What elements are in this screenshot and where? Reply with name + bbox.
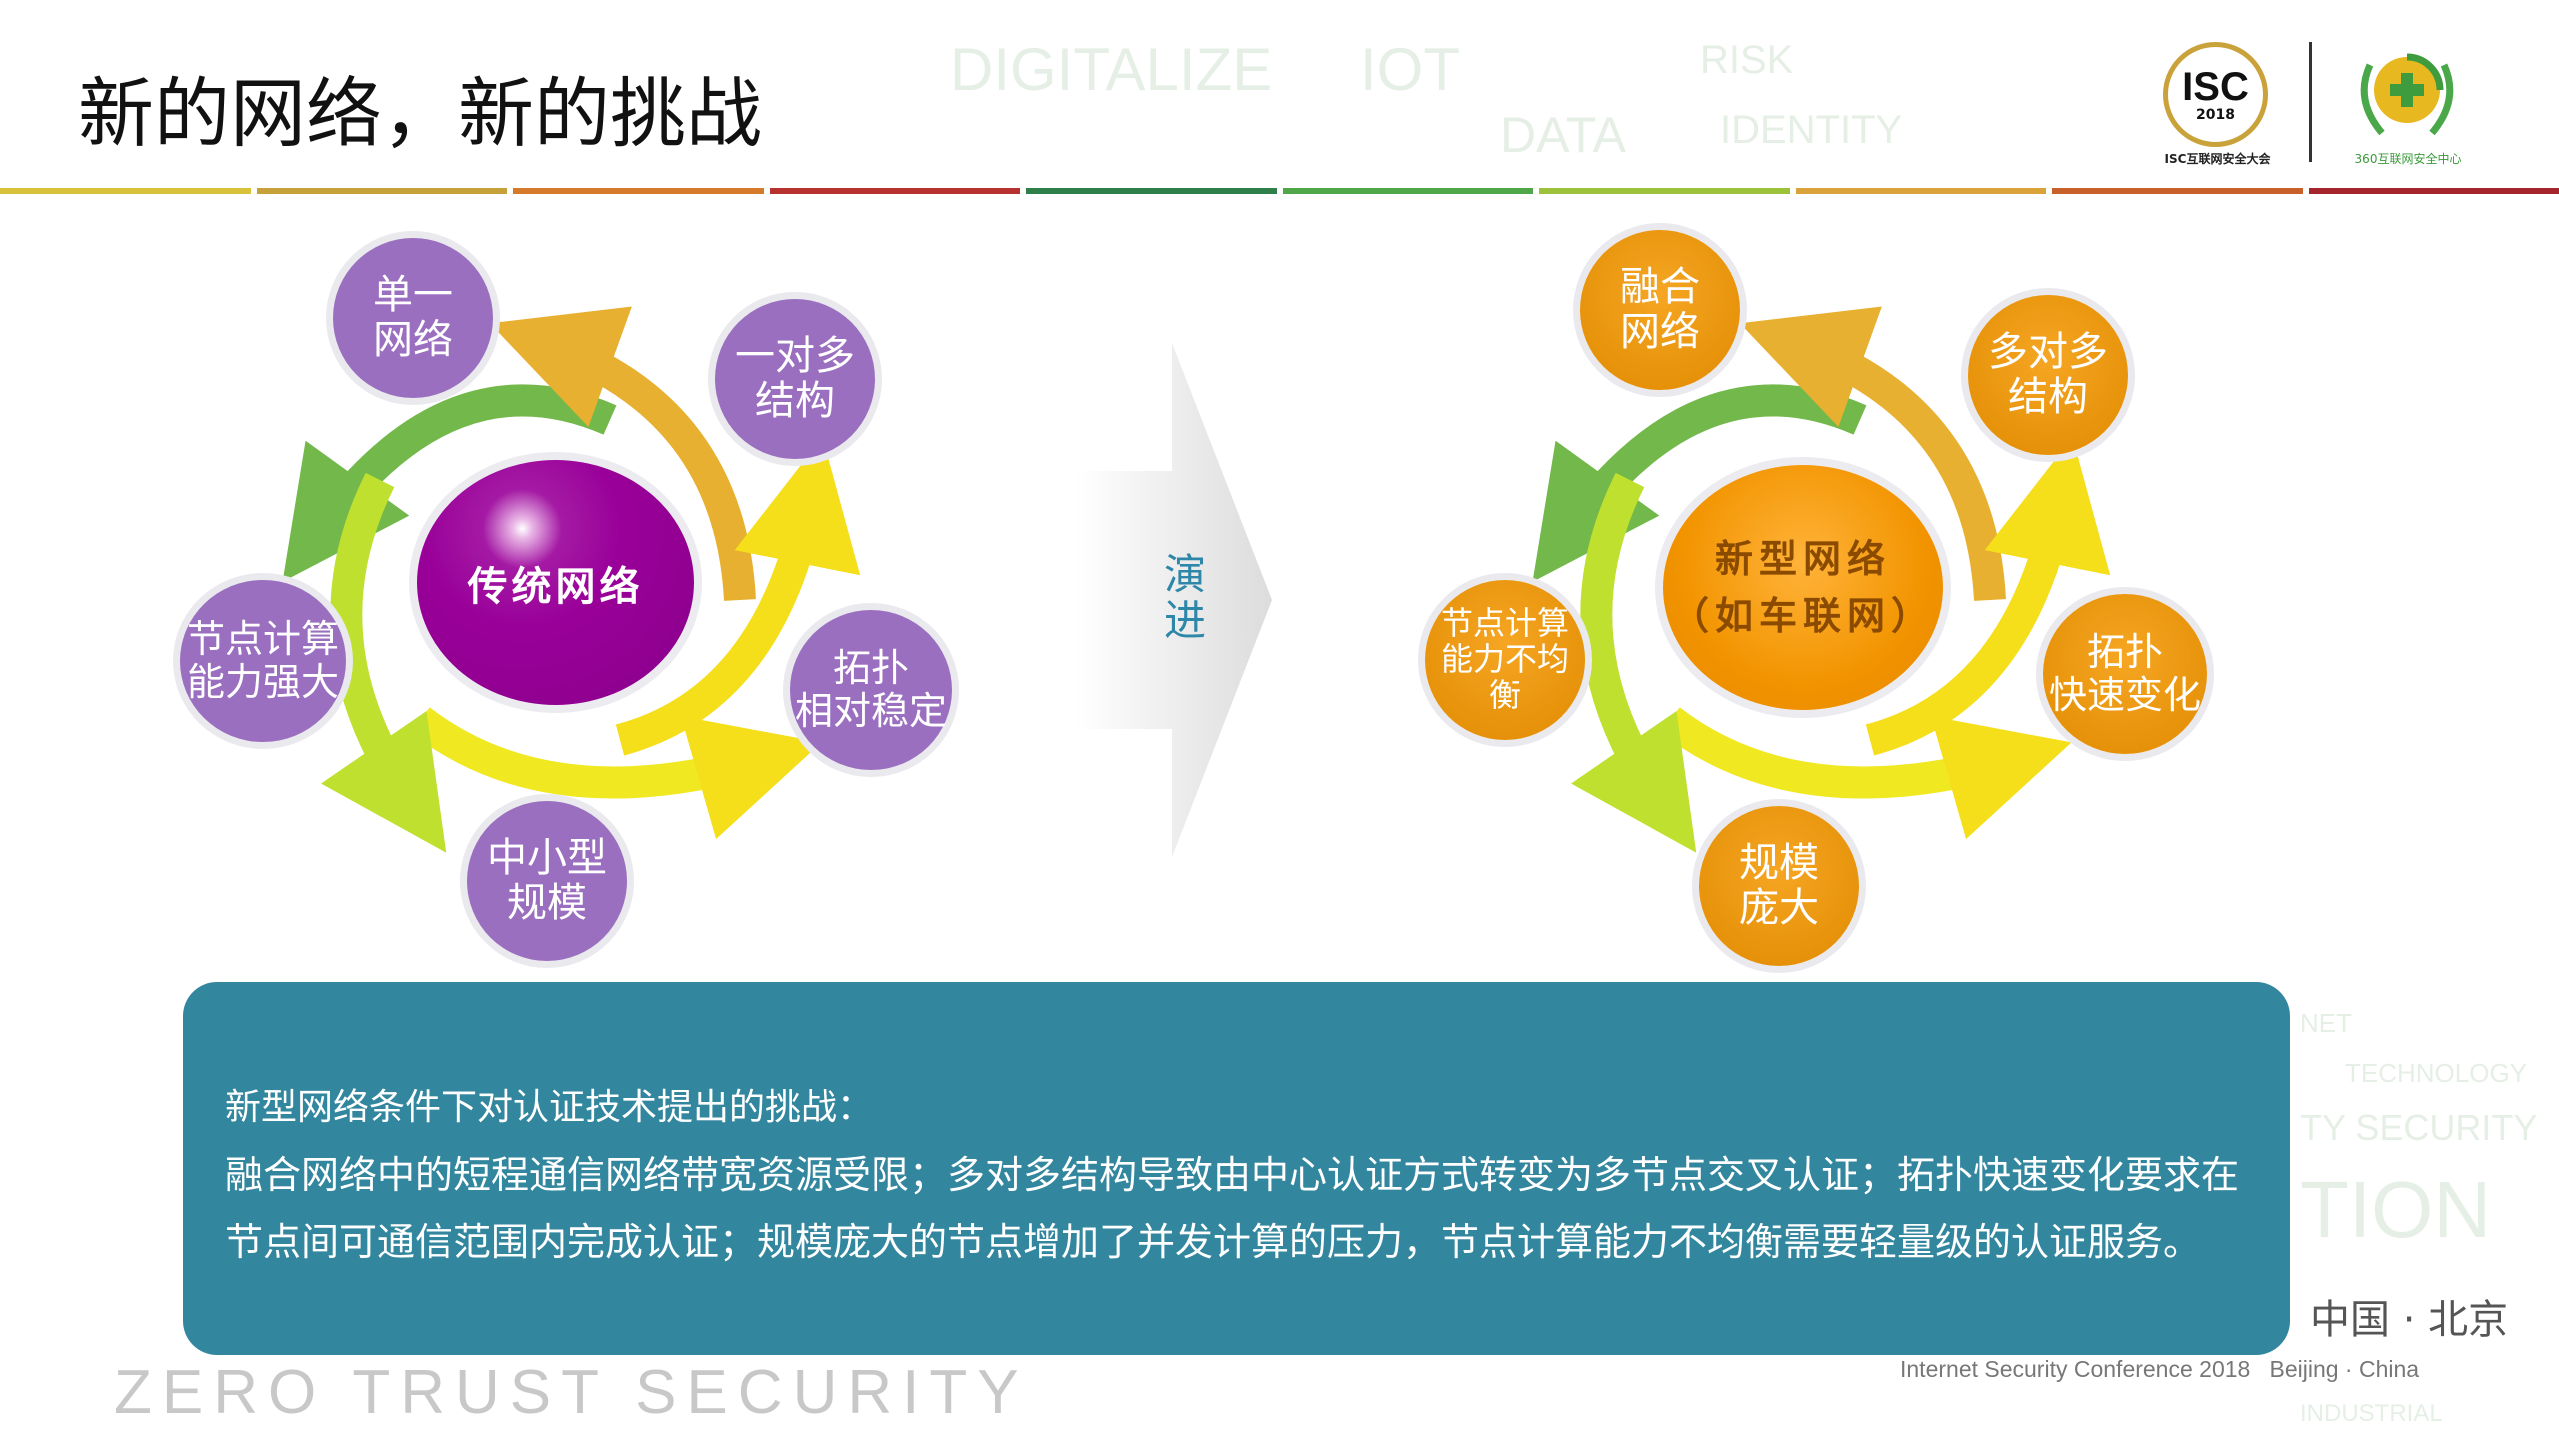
- center-label: 新型网络: [1714, 536, 1891, 581]
- logo-divider: [2309, 42, 2312, 162]
- conference-label: Internet Security Conference 2018 Beijin…: [1900, 1356, 2420, 1382]
- center-new-network: 新型网络 （如车联网）: [1663, 465, 1943, 710]
- header-rule-segment: [769, 188, 1020, 194]
- right-cycle-arrows: [1532, 306, 2111, 853]
- node-converged-network: 融合 网络: [1580, 230, 1740, 390]
- left-cycle-arrows: [282, 306, 861, 853]
- arrow-lime: [321, 472, 447, 853]
- arrow-yellow-up: [615, 437, 861, 756]
- watermark: NET: [2300, 1008, 2352, 1038]
- center-traditional-network: 传统网络: [417, 460, 694, 705]
- watermark: TECHNOLOGY: [2345, 1058, 2528, 1088]
- node-label: 节点计算 能力强大: [186, 617, 339, 704]
- watermark: TION: [2300, 1165, 2492, 1254]
- watermark: INDUSTRIAL: [2300, 1400, 2443, 1427]
- header-rule-segment: [2308, 188, 2559, 194]
- isc-logo-mark: ISC: [2182, 64, 2249, 109]
- arrow-yellow-right: [1660, 707, 2072, 840]
- arrow-lime: [1571, 472, 1697, 853]
- header-rule-segment: [513, 188, 764, 194]
- node-strong-compute: 节点计算 能力强大: [180, 580, 346, 742]
- watermark: TY SECURITY: [2300, 1107, 2538, 1148]
- node-small-scale: 中小型 规模: [467, 801, 627, 961]
- watermark: DATA: [1500, 107, 1626, 163]
- node-label: 融合 网络: [1620, 264, 1700, 355]
- 360-logo-caption: 360互联网安全中心: [2354, 152, 2462, 166]
- isc-logo-year: 2018: [2196, 106, 2235, 123]
- node-one-to-many: 一对多 结构: [715, 299, 875, 459]
- header-rule-segment: [1539, 188, 1790, 194]
- challenge-heading: 新型网络条件下对认证技术提出的挑战：: [225, 1087, 874, 1128]
- 360-logo-icon: [2360, 53, 2454, 136]
- evolve-label: 演进: [1163, 550, 1206, 646]
- challenge-box: 新型网络条件下对认证技术提出的挑战： 融合网络中的短程通信网络带宽资源受限；多对…: [183, 982, 2290, 1355]
- slide-title: 新的网络，新的挑战: [78, 69, 762, 158]
- zero-trust-label: ZERO TRUST SECURITY: [114, 1358, 1029, 1427]
- watermark: IOT: [1360, 36, 1460, 103]
- watermark: RISK: [1700, 38, 1794, 82]
- header-rule-segment: [256, 188, 507, 194]
- arrow-orange: [489, 306, 756, 601]
- city-label: 中国 · 北京: [2310, 1297, 2509, 1343]
- node-label: 拓扑 相对稳定: [794, 646, 947, 733]
- challenge-body: 融合网络中的短程通信网络带宽资源受限；多对多结构导致由中心认证方式转变为多节点交…: [225, 1153, 2240, 1264]
- header-rule-segment: [1026, 188, 1277, 194]
- node-fast-topology: 拓扑 快速变化: [2043, 594, 2207, 754]
- center-sublabel: （如车联网）: [1670, 593, 1935, 638]
- node-label: 拓扑 快速变化: [2048, 630, 2201, 717]
- node-label: 一对多 结构: [735, 333, 855, 424]
- node-many-to-many: 多对多 结构: [1968, 295, 2128, 455]
- header-rule-segment: [1282, 188, 1533, 194]
- arrow-yellow-up: [1865, 437, 2111, 756]
- node-single-network: 单一 网络: [333, 238, 493, 398]
- node-label: 中小型 规模: [487, 835, 607, 926]
- node-label: 多对多 结构: [1988, 329, 2108, 420]
- header-rule: [0, 188, 2559, 194]
- arrow-yellow-right: [410, 707, 822, 840]
- isc-logo: ISC 2018: [2163, 42, 2268, 147]
- node-label: 规模 庞大: [1739, 840, 1819, 931]
- evolve-arrow-icon: [1077, 343, 1272, 857]
- node-large-scale: 规模 庞大: [1699, 806, 1859, 966]
- watermark: DIGITALIZE: [950, 36, 1273, 103]
- node-label: 节点计算 能力不均 衡: [1440, 604, 1569, 714]
- node-label: 单一 网络: [373, 272, 453, 363]
- center-label: 传统网络: [467, 563, 644, 610]
- node-uneven-compute: 节点计算 能力不均 衡: [1425, 580, 1585, 740]
- arrow-orange: [1739, 306, 2006, 601]
- node-stable-topology: 拓扑 相对稳定: [790, 610, 952, 770]
- isc-logo-caption: ISC互联网安全大会: [2164, 152, 2271, 166]
- header-rule-segment: [2052, 188, 2303, 194]
- header-rule-segment: [1795, 188, 2046, 194]
- header-rule-segment: [0, 188, 251, 194]
- watermark: IDENTITY: [1720, 108, 1903, 152]
